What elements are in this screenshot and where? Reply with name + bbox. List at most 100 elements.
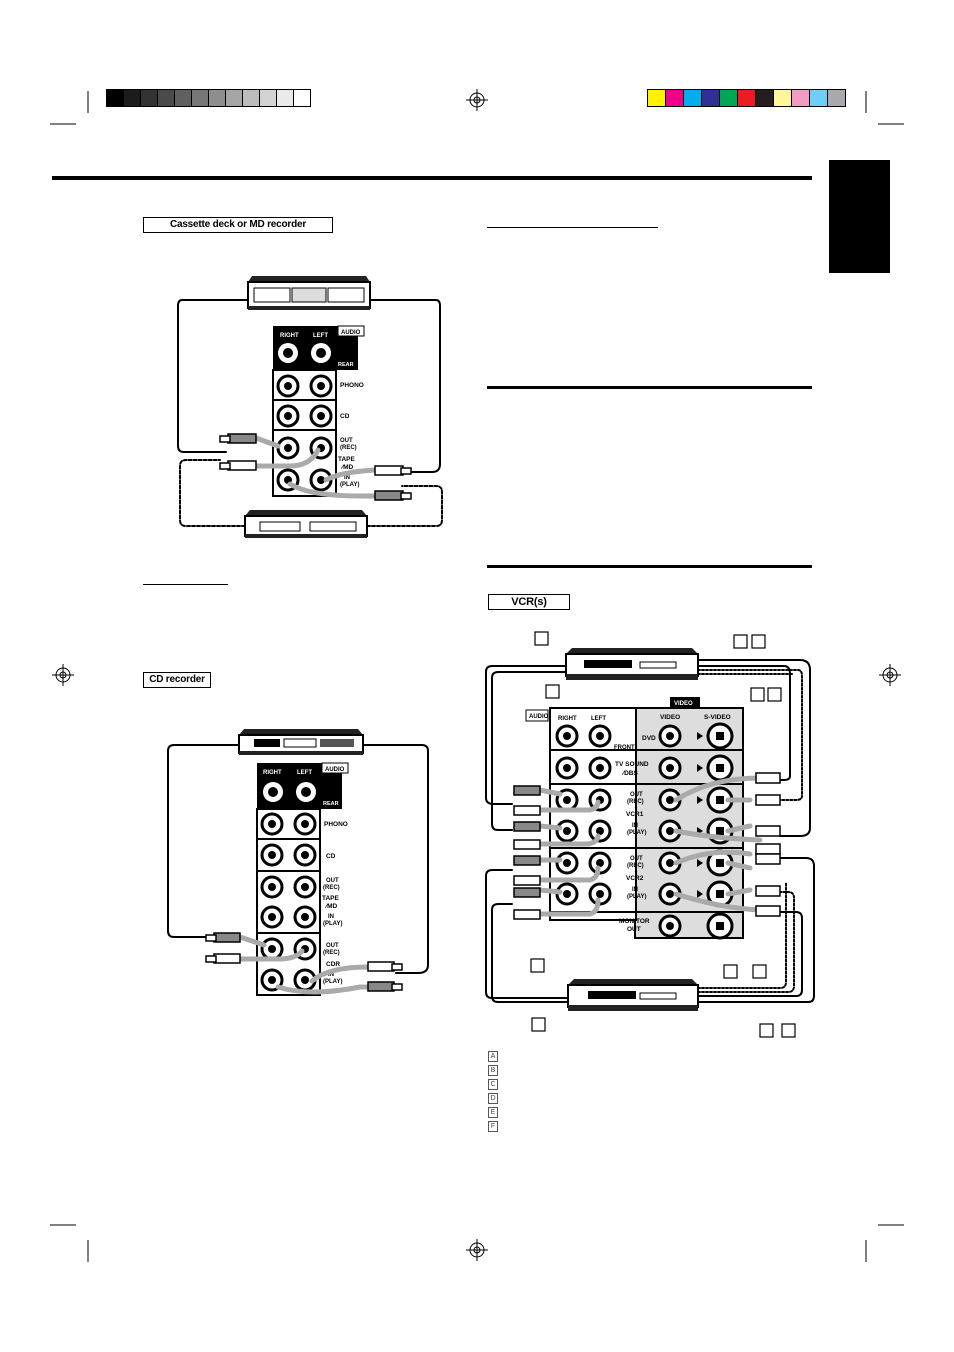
receiver-rear-panel: AUDIO VIDEO RIGHT LEFT VIDEO S-VIDEO <box>525 697 744 940</box>
cd-recorder-connection-diagram: RIGHT LEFT AUDIO REAR PHONO CD OUT <box>167 729 429 996</box>
svg-text:(PLAY): (PLAY) <box>340 482 359 488</box>
gray-color-bar <box>106 89 311 107</box>
svg-text:(REC): (REC) <box>627 799 644 805</box>
svg-text:AUDIO: AUDIO <box>325 767 345 773</box>
svg-text:AUDIO: AUDIO <box>529 714 549 720</box>
vcr2-label: VCR2 <box>626 875 644 882</box>
color-swatch <box>157 90 174 106</box>
color-swatch <box>665 90 683 106</box>
legend-c: C <box>488 1079 498 1090</box>
svg-text:LEFT: LEFT <box>591 716 606 722</box>
svg-text:(PLAY): (PLAY) <box>323 921 342 927</box>
cable-in-solid <box>369 299 441 473</box>
cd-label: CD <box>340 413 350 420</box>
header-rule <box>52 176 812 180</box>
cd-recorder-section-label: CD recorder <box>143 672 211 688</box>
rear-label: REAR <box>338 362 354 368</box>
front-label: FRONT <box>614 745 635 751</box>
color-swatch <box>208 90 225 106</box>
in-label: IN <box>344 475 350 481</box>
svg-text:OUT: OUT <box>630 792 643 798</box>
color-swatch <box>242 90 259 106</box>
color-swatch <box>773 90 791 106</box>
svg-text:(REC): (REC) <box>323 885 340 891</box>
color-swatch <box>107 90 123 106</box>
rca-plug-icon <box>219 433 412 501</box>
color-swatch <box>225 90 242 106</box>
svg-text:LEFT: LEFT <box>297 770 312 776</box>
svg-text:RIGHT: RIGHT <box>558 716 577 722</box>
color-swatch <box>701 90 719 106</box>
cmyk-color-bar <box>647 89 846 107</box>
receiver-rear-panel: RIGHT LEFT AUDIO REAR PHONO CD OUT <box>256 762 349 996</box>
registration-mark-icon <box>52 89 901 1261</box>
md-recorder-icon <box>244 510 368 538</box>
rca-plug-icon <box>513 772 781 920</box>
svg-text:IN: IN <box>328 972 334 978</box>
phono-label: PHONO <box>340 382 364 389</box>
vcr-section-label: VCR(s) <box>488 594 570 610</box>
svg-text:IN: IN <box>328 914 334 920</box>
color-swatch <box>123 90 140 106</box>
tape-label: TAPE <box>338 456 356 463</box>
sub-rule-short <box>487 227 658 228</box>
color-swatch <box>293 90 310 106</box>
svg-text:OUT: OUT <box>630 856 643 862</box>
vcr-top-icon <box>565 648 699 680</box>
cassette-connection-diagram: RIGHT LEFT AUDIO REAR PHONO CD OUT (REC)… <box>177 276 443 538</box>
svg-text:(REC): (REC) <box>323 950 340 956</box>
svg-text:VIDEO: VIDEO <box>660 714 680 721</box>
svg-text:OUT: OUT <box>326 878 339 884</box>
svg-text:(REC): (REC) <box>340 445 357 451</box>
sub-rule-left <box>143 584 228 585</box>
color-swatch <box>140 90 157 106</box>
audio-label: AUDIO <box>341 330 361 336</box>
svg-text:OUT: OUT <box>326 943 339 949</box>
svg-text:∕MD: ∕MD <box>340 464 354 471</box>
section-rule-1 <box>487 386 812 389</box>
svg-text:IN: IN <box>632 887 638 893</box>
color-swatch <box>174 90 191 106</box>
language-tab <box>829 160 890 273</box>
svg-text:REAR: REAR <box>323 801 339 807</box>
cable-md-dashed-right <box>366 485 443 527</box>
color-swatch <box>719 90 737 106</box>
cable-out-solid <box>177 299 249 453</box>
svg-text:IN: IN <box>632 823 638 829</box>
svg-text:∕DBS: ∕DBS <box>621 770 638 777</box>
cassette-section-label: Cassette deck or MD recorder <box>143 217 333 233</box>
cable-md-dashed-left <box>179 459 246 527</box>
legend-d: D <box>488 1093 498 1104</box>
color-swatch <box>737 90 755 106</box>
svg-text:(PLAY): (PLAY) <box>323 979 342 985</box>
rca-plug-icon <box>205 932 403 992</box>
svg-text:(PLAY): (PLAY) <box>627 830 646 836</box>
s-video-jack-icon <box>706 722 734 940</box>
legend-f: F <box>488 1121 498 1132</box>
svg-text:CD: CD <box>326 853 336 860</box>
s-video-label: S-VIDEO <box>704 714 731 721</box>
svg-text:TAPE: TAPE <box>322 895 340 902</box>
vcr-bottom-icon <box>567 979 699 1011</box>
svg-text:RIGHT: RIGHT <box>263 770 282 776</box>
legend-a: A <box>488 1051 498 1062</box>
tv-sound-label: TV SOUND <box>615 761 649 768</box>
vcr1-label: VCR1 <box>626 811 644 818</box>
monitor-label: MONITOR <box>619 918 650 925</box>
out-label: OUT <box>340 438 353 444</box>
dvd-label: DVD <box>642 735 656 742</box>
left-label: LEFT <box>313 333 328 339</box>
color-swatch <box>791 90 809 106</box>
svg-text:OUT: OUT <box>627 926 641 933</box>
color-swatch <box>755 90 773 106</box>
section-rule-2 <box>487 565 812 568</box>
svg-text:(REC): (REC) <box>627 863 644 869</box>
svg-text:(PLAY): (PLAY) <box>627 894 646 900</box>
legend-e: E <box>488 1107 498 1118</box>
right-label: RIGHT <box>280 333 299 339</box>
svg-text:∕MD: ∕MD <box>324 903 338 910</box>
color-swatch <box>259 90 276 106</box>
callout-boxes <box>530 631 796 1038</box>
